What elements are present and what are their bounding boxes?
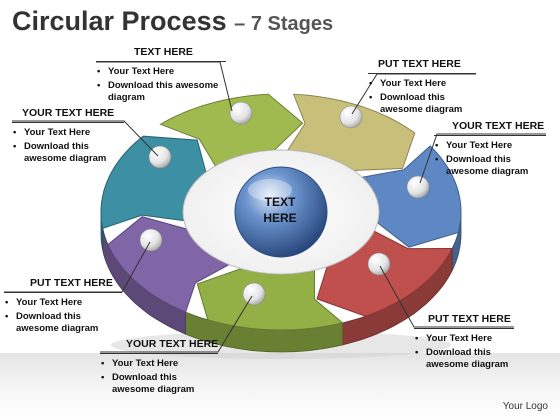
callout-heading: YOUR TEXT HERE [434,120,546,136]
callout-bullet: Your Text Here [414,333,514,346]
callout-heading: YOUR TEXT HERE [100,338,218,354]
pearl-marker-stage-1 [229,101,253,125]
leader-line-stage-3 [419,133,546,184]
callout-bullet: Your Text Here [100,358,218,371]
callout-stage-1: TEXT HERE Your Text Here Download this a… [96,46,226,106]
callout-heading: YOUR TEXT HERE [12,107,124,123]
pearl-marker-stage-5 [242,282,266,306]
callout-heading: PUT TEXT HERE [4,277,122,293]
callout-heading: PUT TEXT HERE [368,58,476,74]
title-main: Circular Process [12,6,227,36]
center-label-line1: TEXT [264,195,296,209]
pearl-marker-stage-6 [139,228,163,252]
callout-heading: TEXT HERE [96,46,226,62]
callout-bullet: Download this awesome diagram [96,80,226,105]
pearl-marker-stage-3 [406,175,430,199]
pearl-marker-stage-7 [148,145,172,169]
leader-line-stage-1 [96,61,233,112]
pearl-marker-stage-2 [339,105,363,129]
callout-bullets: Your Text Here Download this awesome dia… [368,78,476,117]
leader-line-stage-7 [12,120,159,157]
callout-bullet: Your Text Here [434,140,546,153]
callout-heading: PUT TEXT HERE [414,313,514,329]
callout-stage-3: YOUR TEXT HERE Your Text Here Download t… [434,120,546,180]
callout-bullet: Download this awesome diagram [414,347,514,372]
pearl-marker-stage-4 [367,252,391,276]
callout-bullet: Your Text Here [368,78,476,91]
callout-bullets: Your Text Here Download this awesome dia… [414,333,514,372]
leader-line-stage-5 [100,295,253,353]
leader-line-stage-4 [379,265,514,328]
center-label: TEXT HERE [238,194,322,226]
callout-stage-6: PUT TEXT HERE Your Text Here Download th… [4,277,122,337]
logo-text: Your Logo [502,401,548,412]
center-orb [234,166,328,258]
center-label-line2: HERE [263,211,297,225]
callout-bullets: Your Text Here Download this awesome dia… [96,66,226,105]
callout-bullet: Download this awesome diagram [12,141,124,166]
callout-bullet: Your Text Here [4,297,122,310]
callout-stage-2: PUT TEXT HERE Your Text Here Download th… [368,58,476,118]
callout-stage-4: PUT TEXT HERE Your Text Here Download th… [414,313,514,373]
callout-bullet: Your Text Here [96,66,226,79]
callout-bullets: Your Text Here Download this awesome dia… [12,127,124,166]
center-orb-highlight [248,179,292,201]
callout-bullet: Download this awesome diagram [4,311,122,336]
leader-line-stage-2 [351,73,476,115]
callout-bullet: Download this awesome diagram [368,92,476,117]
callout-bullets: Your Text Here Download this awesome dia… [100,358,218,397]
pearls [139,101,430,306]
callout-bullet: Download this awesome diagram [100,372,218,397]
callout-bullets: Your Text Here Download this awesome dia… [434,140,546,179]
page-title: Circular Process – 7 Stages [12,6,333,37]
callout-bullet: Your Text Here [12,127,124,140]
callout-bullets: Your Text Here Download this awesome dia… [4,297,122,336]
title-sub: – 7 Stages [234,13,334,35]
callout-stage-5: YOUR TEXT HERE Your Text Here Download t… [100,338,218,398]
callout-stage-7: YOUR TEXT HERE Your Text Here Download t… [12,107,124,167]
callout-bullet: Download this awesome diagram [434,154,546,179]
